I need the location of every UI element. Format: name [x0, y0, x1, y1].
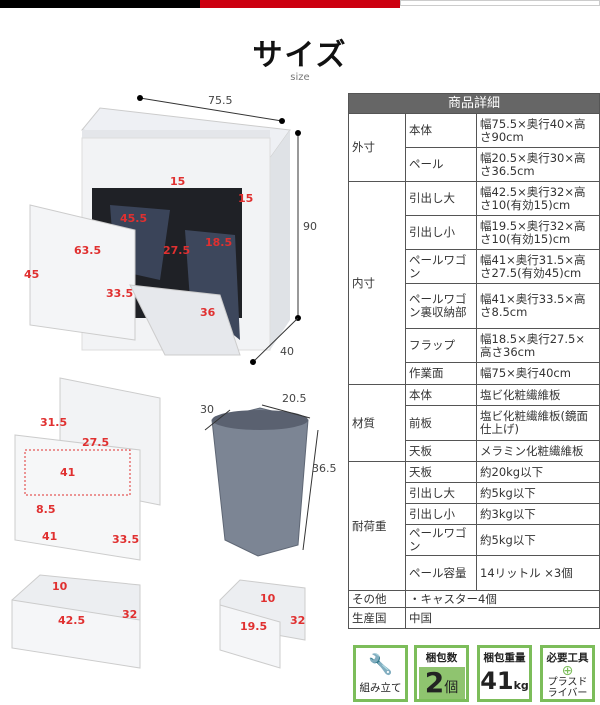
badge-title: 必要工具: [546, 652, 589, 664]
top-bar-black: [0, 0, 200, 8]
row-label: 天板: [405, 461, 477, 483]
label: 10: [52, 580, 68, 593]
label: 32: [122, 608, 138, 621]
row-label: 本体: [405, 113, 477, 148]
product-illustrations: [11, 95, 319, 669]
pail-illustration: [204, 404, 319, 557]
row-value: 幅75×奥行40cm: [476, 362, 600, 385]
badge-title: 梱包重量: [483, 652, 526, 664]
dim-width: 75.5: [208, 94, 233, 107]
label: 63.5: [74, 244, 102, 257]
spec-table: 商品詳細 外寸本体幅75.5×奥行40×高さ90cm ペール幅20.5×奥行30…: [348, 93, 600, 629]
row-label: 前板: [405, 405, 477, 441]
other-value: ・キャスター4個: [405, 590, 600, 608]
group-label: 材質: [348, 384, 406, 462]
row-label: 引出し大: [405, 482, 477, 504]
row-value: 塩ビ化粧繊維板: [476, 384, 600, 406]
row-label: 引出し大: [405, 181, 477, 216]
box-icon: 2個: [418, 666, 465, 699]
badge-unit: kg: [513, 679, 529, 692]
row-value: 幅18.5×奥行27.5×高さ36cm: [476, 328, 600, 363]
row-value: 14リットル ×3個: [476, 555, 600, 591]
wagon-illustration: [14, 377, 161, 561]
label: 36: [200, 306, 216, 319]
label: 32: [290, 614, 306, 627]
badge-title: 梱包数: [425, 652, 458, 664]
row-value: 幅41×奥行31.5×高さ27.5(有効45)cm: [476, 249, 600, 284]
label: 15: [170, 175, 186, 188]
label: 45: [24, 268, 40, 281]
scale-icon: 41kg: [480, 667, 529, 695]
pail-width: 20.5: [282, 392, 307, 405]
row-label: 引出し小: [405, 215, 477, 250]
row-label: ペールワゴン: [405, 249, 477, 284]
tools-icon: 🔧: [368, 652, 393, 676]
group-label: 内寸: [348, 181, 406, 385]
origin-label: 生産国: [348, 607, 406, 629]
dim-height: 90: [303, 220, 317, 233]
label: 19.5: [240, 620, 268, 633]
origin-value: 中国: [405, 607, 600, 629]
badge-value: 組み立て: [359, 682, 402, 694]
cabinet-illustration: [29, 95, 301, 365]
row-label: ペールワゴン: [405, 524, 477, 556]
badge-tools-required: 必要工具 ⊕ プラスドライバー: [540, 645, 595, 702]
row-value: 幅42.5×奥行32×高さ10(有効15)cm: [476, 181, 600, 216]
other-label: その他: [348, 590, 406, 608]
top-bar-gray: [400, 0, 600, 6]
row-value: 幅20.5×奥行30×高さ36.5cm: [476, 147, 600, 182]
label: 31.5: [40, 416, 68, 429]
row-value: 幅41×奥行33.5×高さ8.5cm: [476, 283, 600, 329]
page-subtitle: size: [290, 72, 310, 83]
badge-unit: 個: [444, 680, 459, 696]
badge-package-weight: 梱包重量 41kg: [477, 645, 532, 702]
dim-depth: 40: [280, 345, 294, 358]
row-label: 引出し小: [405, 503, 477, 525]
row-value: メラミン化粧繊維板: [476, 440, 600, 462]
row-label: フラップ: [405, 328, 477, 363]
row-value: 塩ビ化粧繊維板(鏡面仕上げ): [476, 405, 600, 441]
row-value: 約5kg以下: [476, 524, 600, 556]
screwdriver-icon: ⊕: [561, 663, 574, 679]
label: 8.5: [36, 503, 56, 516]
label: 33.5: [112, 533, 140, 546]
row-label: 本体: [405, 384, 477, 406]
row-label: 作業面: [405, 362, 477, 385]
label: 41: [42, 530, 58, 543]
row-label: 天板: [405, 440, 477, 462]
row-value: 幅19.5×奥行32×高さ10(有効15)cm: [476, 215, 600, 250]
row-value: 約3kg以下: [476, 503, 600, 525]
badge-assembly: 🔧 組み立て: [353, 645, 408, 702]
label: 41: [60, 466, 76, 479]
row-label: ペール: [405, 147, 477, 182]
badge-value: 2: [424, 666, 445, 699]
label: 18.5: [205, 236, 233, 249]
label: 42.5: [58, 614, 86, 627]
row-value: 約20kg以下: [476, 461, 600, 483]
label: 45.5: [120, 212, 148, 225]
pail-height: 36.5: [312, 462, 337, 475]
label: 27.5: [163, 244, 191, 257]
group-label: 耐荷重: [348, 461, 406, 591]
row-label: ペール容量: [405, 555, 477, 591]
label: 33.5: [106, 287, 134, 300]
badge-value: プラスドライバー: [547, 677, 588, 699]
spec-table-header: 商品詳細: [348, 93, 600, 114]
drawer-illustrations: [11, 574, 306, 669]
row-value: 約5kg以下: [476, 482, 600, 504]
pail-depth: 30: [200, 403, 214, 416]
group-label: 外寸: [348, 113, 406, 182]
label: 15: [238, 192, 254, 205]
label: 27.5: [82, 436, 110, 449]
badge-value: 41: [480, 667, 514, 695]
row-label: ペールワゴン裏収納部: [405, 283, 477, 329]
badge-package-count: 梱包数 2個: [414, 645, 469, 702]
label: 10: [260, 592, 276, 605]
row-value: 幅75.5×奥行40×高さ90cm: [476, 113, 600, 148]
top-bar-red: [200, 0, 400, 8]
page-title: サイズ: [252, 38, 348, 73]
